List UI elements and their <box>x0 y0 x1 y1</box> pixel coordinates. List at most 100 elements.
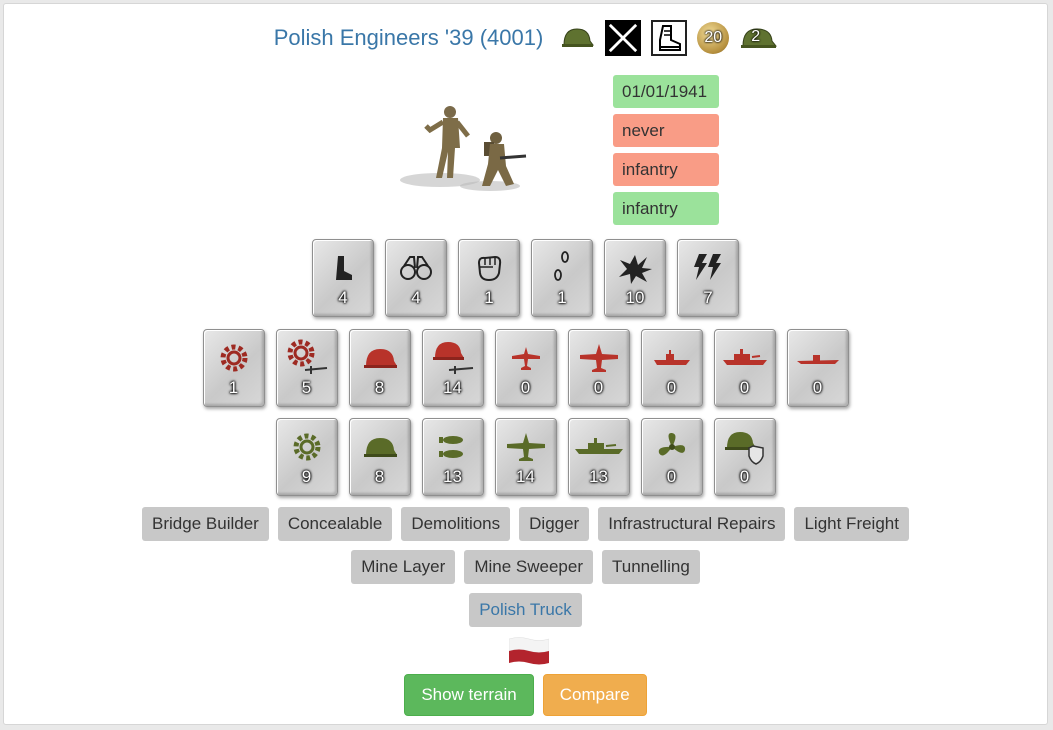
bombs-icon <box>438 436 463 458</box>
attack-tile-bomber[interactable]: 0 <box>567 329 630 407</box>
stat-value: 8 <box>374 467 385 486</box>
bomber-plane-icon <box>579 344 618 372</box>
stat-value: 1 <box>557 288 567 307</box>
stat-value: 1 <box>484 288 494 307</box>
fist-icon <box>477 255 502 282</box>
trait-demolitions[interactable]: Demolitions <box>401 507 511 541</box>
stat-value: 5 <box>301 378 312 397</box>
trait-tunnelling[interactable]: Tunnelling <box>601 550 700 584</box>
transport-link[interactable]: Polish Truck <box>469 593 582 627</box>
defense-tile-propeller[interactable]: 0 <box>640 418 703 496</box>
traits-row-1: Bridge Builder Concealable Demolitions D… <box>4 507 1047 541</box>
helmet-icon <box>363 438 397 457</box>
submarine-icon <box>796 355 839 364</box>
stat-value: 0 <box>520 378 531 397</box>
stat-value: 13 <box>589 467 608 486</box>
unit-panel: Polish Engineers '39 (4001) 20 <box>3 3 1048 725</box>
class-tag: infantry <box>613 153 719 186</box>
transport-row: Polish Truck <box>4 593 1047 627</box>
crew-count: 2 <box>751 28 761 45</box>
stat-tile-close-combat[interactable]: 1 <box>458 239 520 317</box>
lightning-icon <box>694 254 721 280</box>
stat-value: 8 <box>374 378 385 397</box>
stat-value: 14 <box>516 467 535 486</box>
stat-value: 4 <box>338 288 348 307</box>
movement-stats-row: 4 4 1 1 10 7 <box>4 239 1047 317</box>
unit-header: Polish Engineers '39 (4001) 20 <box>4 18 1047 58</box>
attack-tile-soft[interactable]: 1 <box>202 329 265 407</box>
stat-value: 0 <box>812 378 823 397</box>
defense-tile-bombardment[interactable]: 13 <box>421 418 484 496</box>
stat-tile-movement[interactable]: 4 <box>312 239 374 317</box>
helmet-dagger-icon <box>432 342 473 374</box>
stat-value: 0 <box>666 467 677 486</box>
attack-tile-infantry[interactable]: 8 <box>348 329 411 407</box>
trait-infrastructural-repairs[interactable]: Infrastructural Repairs <box>598 507 786 541</box>
footprints-icon <box>554 251 569 281</box>
attack-tile-ship[interactable]: 0 <box>640 329 703 407</box>
attack-tile-fighter[interactable]: 0 <box>494 329 557 407</box>
compare-button[interactable]: Compare <box>542 674 647 716</box>
stat-tile-explosion[interactable]: 10 <box>604 239 666 317</box>
stat-value: 0 <box>739 467 750 486</box>
stat-value: 1 <box>228 378 239 397</box>
defense-stats-row: 9 8 13 14 13 0 0 <box>4 418 1047 496</box>
gear-dagger-icon <box>287 339 327 374</box>
trait-mine-sweeper[interactable]: Mine Sweeper <box>464 550 593 584</box>
class-tag: infantry <box>613 192 719 225</box>
action-buttons: Show terrain Compare <box>4 674 1047 716</box>
available-date-tag: 01/01/1941 <box>613 75 719 108</box>
stat-tile-spotting[interactable]: 4 <box>385 239 447 317</box>
attack-tile-battleship[interactable]: 0 <box>713 329 776 407</box>
binoculars-icon <box>400 256 432 280</box>
trait-mine-layer[interactable]: Mine Layer <box>351 550 456 584</box>
attack-tile-infantry-melee[interactable]: 14 <box>421 329 484 407</box>
unit-portrait <box>390 100 530 200</box>
helmet-icon <box>363 349 397 368</box>
ship-icon <box>653 350 690 365</box>
gear-icon <box>220 344 247 372</box>
attack-tile-soft-melee[interactable]: 5 <box>275 329 338 407</box>
defense-tile-infantry[interactable]: 8 <box>348 418 411 496</box>
stat-value: 10 <box>625 288 645 307</box>
defense-tile-soft[interactable]: 9 <box>275 418 338 496</box>
battleship-icon <box>722 349 767 365</box>
stat-value: 0 <box>593 378 604 397</box>
explosion-icon <box>619 255 652 284</box>
x-marked-icon <box>605 20 642 56</box>
battleship-icon <box>574 438 623 454</box>
stat-value: 7 <box>703 288 713 307</box>
stat-value: 4 <box>411 288 421 307</box>
stat-value: 14 <box>443 378 462 397</box>
stat-value: 0 <box>739 378 750 397</box>
defense-tile-naval[interactable]: 13 <box>567 418 630 496</box>
nation-flag-icon <box>508 636 550 666</box>
stat-tile-footprints[interactable]: 1 <box>531 239 593 317</box>
stat-value: 9 <box>301 467 312 486</box>
stat-tile-initiative[interactable]: 7 <box>677 239 739 317</box>
fighter-plane-icon <box>511 347 540 370</box>
helmet-icon <box>559 20 595 56</box>
unit-tags: 01/01/1941 never infantry infantry <box>613 75 719 231</box>
defense-tile-air[interactable]: 14 <box>494 418 557 496</box>
retired-date-tag: never <box>613 114 719 147</box>
helmet-shield-icon <box>724 432 764 465</box>
traits-row-2: Mine Layer Mine Sweeper Tunnelling <box>4 550 1047 584</box>
boot-icon <box>336 256 352 280</box>
cost-coin: 20 <box>697 22 730 54</box>
attack-tile-submarine[interactable]: 0 <box>786 329 849 407</box>
stat-value: 13 <box>443 467 462 486</box>
plane-icon <box>506 433 545 461</box>
boot-icon <box>651 20 688 56</box>
defense-tile-infantry-shield[interactable]: 0 <box>713 418 776 496</box>
stat-value: 0 <box>666 378 677 397</box>
trait-bridge-builder[interactable]: Bridge Builder <box>142 507 269 541</box>
unit-title: Polish Engineers '39 (4001) <box>273 25 544 50</box>
trait-digger[interactable]: Digger <box>519 507 590 541</box>
trait-light-freight[interactable]: Light Freight <box>794 507 909 541</box>
crew-helmet-icon: 2 <box>739 21 778 55</box>
trait-concealable[interactable]: Concealable <box>277 507 393 541</box>
gear-icon <box>293 433 320 461</box>
attack-stats-row: 1 5 8 14 0 0 0 0 <box>4 329 1047 407</box>
show-terrain-button[interactable]: Show terrain <box>404 674 534 716</box>
